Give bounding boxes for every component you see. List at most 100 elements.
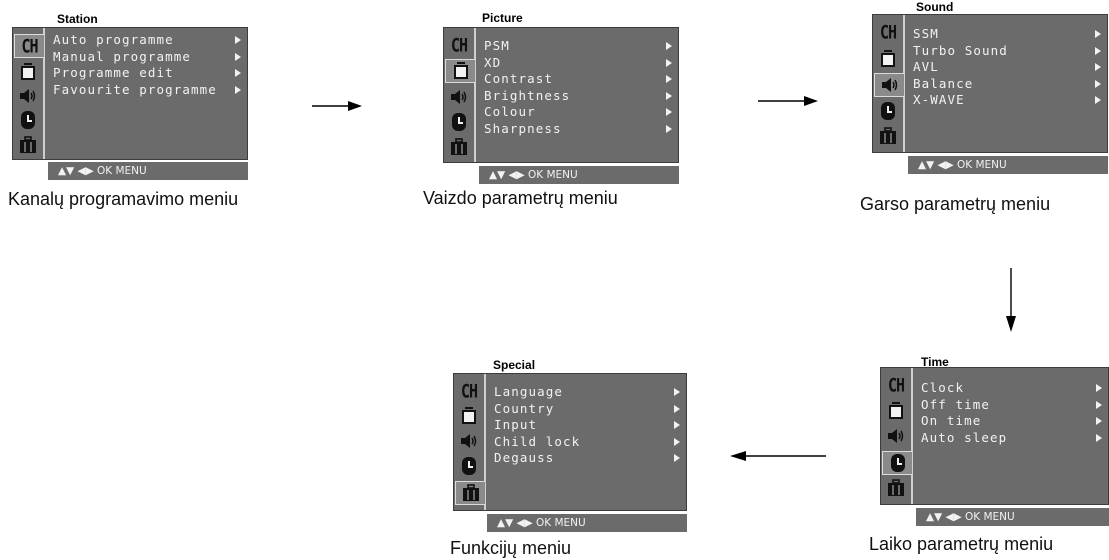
menu-item[interactable]: Degauss [494, 450, 682, 467]
menu-list: PSM XD Contrast Brightness Colour Sharpn… [484, 38, 674, 137]
special-icon[interactable] [884, 477, 908, 499]
menu-item[interactable]: Sharpness [484, 121, 674, 138]
menu-item-label: PSM [484, 38, 510, 53]
menu-item[interactable]: Clock [921, 380, 1104, 397]
submenu-arrow-icon [235, 52, 241, 61]
clock-icon[interactable] [876, 100, 900, 122]
submenu-arrow-icon [1095, 63, 1101, 71]
menu-item[interactable]: Brightness [484, 88, 674, 105]
channel-icon-label: CH [460, 379, 478, 403]
menu-list: Clock Off time On time Auto sleep [921, 380, 1104, 446]
menu-item[interactable]: Auto sleep [921, 430, 1104, 447]
channel-icon-label: CH [887, 373, 905, 397]
menu-item[interactable]: Favourite programme [53, 82, 243, 99]
submenu-arrow-icon [666, 42, 672, 50]
menu-item[interactable]: Colour [484, 104, 674, 121]
icon-column: CH [454, 374, 486, 510]
menu-item[interactable]: PSM [484, 38, 674, 55]
menu-item[interactable]: Language [494, 384, 682, 401]
menu-item-label: On time [921, 413, 982, 428]
menu-caption: Laiko parametrų meniu [869, 534, 1054, 554]
picture-icon[interactable] [16, 61, 40, 83]
submenu-arrow-icon [1095, 30, 1101, 38]
menu-item[interactable]: SSM [913, 26, 1103, 43]
nav-hint-bar: ▲▼ ◀▶ OK MENU [48, 162, 248, 180]
menu-caption: Vaizdo parametrų meniu [423, 188, 618, 208]
channel-icon[interactable]: CH [884, 373, 908, 397]
channel-icon[interactable]: CH [876, 21, 900, 44]
menu-list: Language Country Input Child lock Degaus… [494, 384, 682, 467]
special-icon[interactable] [455, 481, 485, 505]
menu-title: Special [493, 358, 536, 372]
submenu-arrow-icon [1096, 433, 1102, 442]
menu-item[interactable]: Manual programme [53, 49, 243, 66]
submenu-arrow-icon [1096, 384, 1102, 392]
menu-item[interactable]: AVL [913, 59, 1103, 76]
speaker-icon[interactable] [447, 86, 471, 108]
submenu-arrow-icon [1095, 96, 1101, 104]
menu-title: Picture [482, 11, 523, 25]
menu-item[interactable]: Input [494, 417, 682, 434]
menu-item[interactable]: Child lock [494, 434, 682, 451]
osd-screen: CH PSM XD Contrast Brightness Colour Sha… [443, 27, 679, 163]
picture-icon[interactable] [884, 400, 908, 422]
menu-item-label: Contrast [484, 71, 554, 86]
submenu-arrow-icon [666, 75, 672, 83]
speaker-icon[interactable] [16, 85, 40, 107]
menu-item[interactable]: Country [494, 401, 682, 418]
menu-item-label: Off time [921, 396, 991, 412]
special-icon[interactable] [876, 125, 900, 147]
menu-caption: Garso parametrų meniu [860, 194, 1051, 214]
menu-item-label: Clock [921, 380, 965, 395]
picture-icon[interactable] [445, 59, 475, 83]
menu-item[interactable]: Contrast [484, 71, 674, 88]
picture-icon[interactable] [876, 48, 900, 70]
channel-icon[interactable]: CH [14, 34, 44, 58]
menu-item-label: Language [494, 384, 564, 399]
menu-item-label: Auto sleep [921, 429, 1008, 445]
icon-column: CH [881, 368, 913, 504]
speaker-icon[interactable] [874, 73, 904, 97]
menu-list: Auto programme Manual programme Programm… [53, 32, 243, 98]
menu-item-label: Balance [913, 75, 974, 91]
speaker-icon[interactable] [884, 425, 908, 447]
arrow-left-icon [730, 451, 826, 461]
icon-column: CH [873, 15, 905, 152]
menu-item-label: X-WAVE [913, 92, 965, 107]
osd-screen: CH Language Country Input Child lock Deg… [453, 373, 687, 511]
menu-item[interactable]: Off time [921, 397, 1104, 414]
special-icon[interactable] [16, 134, 40, 156]
menu-item[interactable]: Balance [913, 76, 1103, 93]
menu-item[interactable]: X-WAVE [913, 92, 1103, 109]
menu-item-label: Degauss [494, 450, 555, 465]
channel-icon[interactable]: CH [457, 379, 481, 403]
arrow-right-icon [758, 96, 818, 106]
special-icon[interactable] [447, 136, 471, 158]
picture-icon[interactable] [457, 405, 481, 427]
menu-item[interactable]: Turbo Sound [913, 43, 1103, 60]
speaker-icon[interactable] [457, 430, 481, 452]
menu-title: Time [921, 355, 949, 369]
submenu-arrow-icon [674, 437, 680, 446]
clock-icon[interactable] [447, 111, 471, 133]
icon-column: CH [444, 28, 476, 162]
submenu-arrow-icon [1096, 400, 1102, 409]
channel-icon-label: CH [21, 34, 38, 58]
menu-item[interactable]: On time [921, 413, 1104, 430]
menu-item[interactable]: XD [484, 55, 674, 72]
clock-icon[interactable] [457, 455, 481, 477]
arrow-right-icon [312, 101, 362, 111]
channel-icon-label: CH [450, 33, 468, 57]
submenu-arrow-icon [674, 404, 680, 413]
menu-item[interactable]: Auto programme [53, 32, 243, 49]
channel-icon[interactable]: CH [447, 33, 471, 57]
clock-icon[interactable] [16, 109, 40, 131]
menu-item-label: Child lock [494, 433, 581, 449]
menu-item[interactable]: Programme edit [53, 65, 243, 82]
nav-hint-bar: ▲▼ ◀▶ OK MENU [479, 166, 679, 184]
submenu-arrow-icon [674, 454, 680, 462]
nav-hint-bar: ▲▼ ◀▶ OK MENU [487, 514, 687, 532]
menu-item-label: Programme edit [53, 65, 174, 80]
clock-icon[interactable] [882, 451, 912, 475]
